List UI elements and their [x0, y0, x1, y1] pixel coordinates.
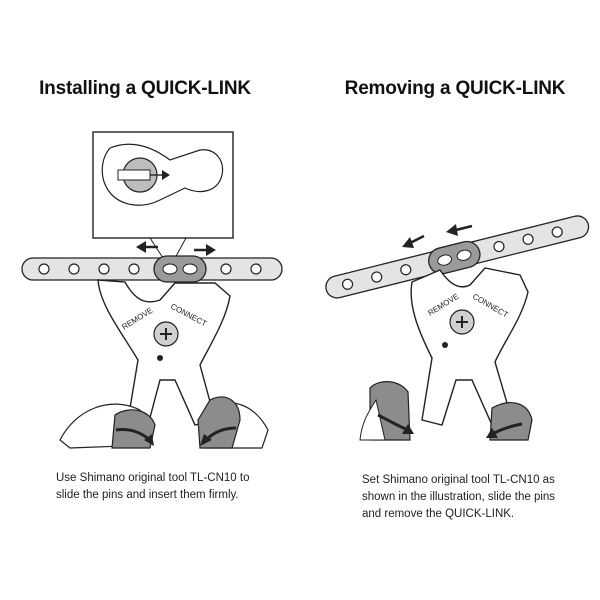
removing-caption: Set Shimano original tool TL-CN10 as sho…: [362, 472, 597, 523]
removing-caption-line-2: shown in the illustration, slide the pin…: [362, 491, 556, 503]
squeeze-arrows: [402, 224, 473, 248]
spread-arrows: [136, 241, 216, 256]
gloved-hands: [359, 381, 533, 441]
removing-illustration: REMOVE CONNECT: [325, 215, 590, 441]
chain-tool: REMOVE CONNECT: [97, 279, 231, 426]
installing-panel: Installing a QUICK-LINK: [21, 78, 286, 504]
installing-caption-line-2: slide the pins and insert them firmly.: [56, 489, 239, 501]
installing-caption: Use Shimano original tool TL-CN10 to sli…: [56, 470, 286, 504]
installing-illustration: REMOVE CONNECT: [21, 131, 283, 449]
gloved-hands: [59, 396, 269, 449]
removing-panel: Removing a QUICK-LINK: [300, 0, 600, 600]
chain-tool: REMOVE CONNECT: [410, 267, 529, 426]
zoom-inset: [92, 131, 234, 259]
chain: [21, 255, 283, 283]
chain: [325, 215, 590, 299]
removing-title: Removing a QUICK-LINK: [344, 78, 566, 99]
removing-caption-line-1: Set Shimano original tool TL-CN10 as: [362, 474, 555, 486]
removing-caption-line-3: and remove the QUICK-LINK.: [362, 508, 515, 520]
installing-title: Installing a QUICK-LINK: [39, 78, 251, 99]
installing-caption-line-1: Use Shimano original tool TL-CN10 to: [56, 472, 250, 484]
